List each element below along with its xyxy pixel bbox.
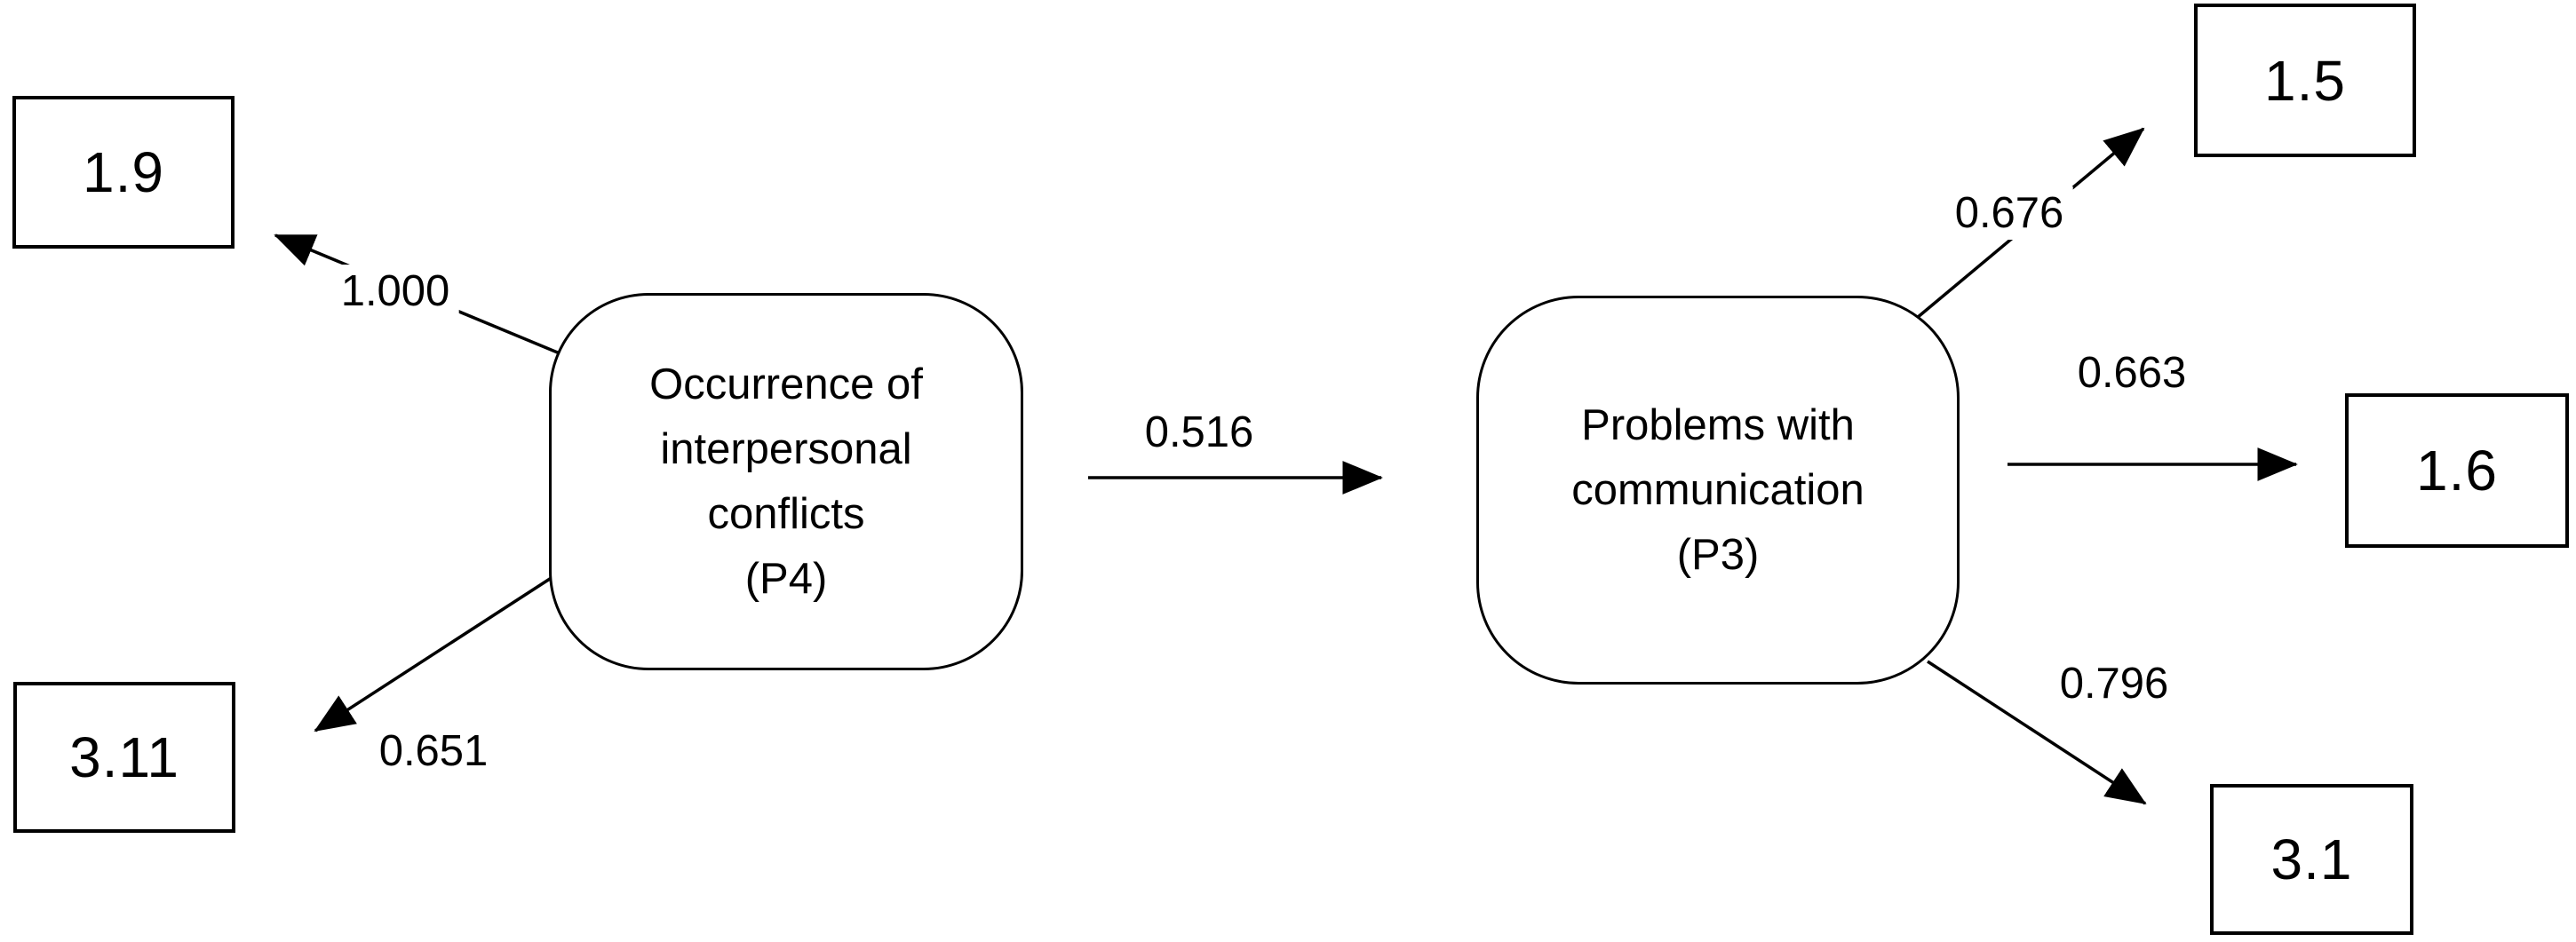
latent-node-P4: Occurrence of interpersonal conflicts (P4) [549,293,1023,670]
path-weight-P3-to-1.5: 0.676 [1945,186,2073,240]
path-weight-P3-to-3.1: 0.796 [2050,657,2178,710]
observed-box-value: 1.5 [2264,48,2346,113]
latent-node-P4-label-line: interpersonal [660,424,912,473]
path-weight-P3-to-1.6: 0.663 [2068,346,2196,400]
latent-node-P3-label-line: communication [1571,465,1864,514]
latent-node-P4-label-line: Occurrence of [649,360,923,408]
latent-node-P4-label-line: conflicts [707,489,865,538]
observed-box-value: 1.6 [2416,439,2498,503]
path-arrow-P3-to-3.1 [1927,660,2147,805]
observed-box-3.1: 3.1 [2210,784,2413,935]
path-weight-P4-to-3.11: 0.651 [370,724,497,778]
observed-box-3.11: 3.11 [13,682,235,833]
observed-box-value: 1.9 [83,140,164,204]
path-arrows [274,127,2298,805]
latent-node-P3-label-line: (P3) [1676,530,1760,579]
path-weight-P4-to-1.9: 1.000 [331,265,459,318]
observed-box-value: 3.1 [2270,827,2353,891]
observed-box-value: 3.11 [69,725,179,789]
latent-node-P4-label-line: (P4) [744,554,828,603]
latent-node-P3-label-line: Problems with [1581,400,1855,449]
path-weight-P4-to-P3: 0.516 [1135,406,1263,459]
latent-node-P3: Problems with communication (P3) [1476,296,1960,685]
observed-box-1.9: 1.9 [12,96,235,249]
observed-box-1.6: 1.6 [2345,393,2569,548]
observed-box-1.5: 1.5 [2194,4,2416,157]
path-arrow-P4-to-3.11 [314,575,553,732]
